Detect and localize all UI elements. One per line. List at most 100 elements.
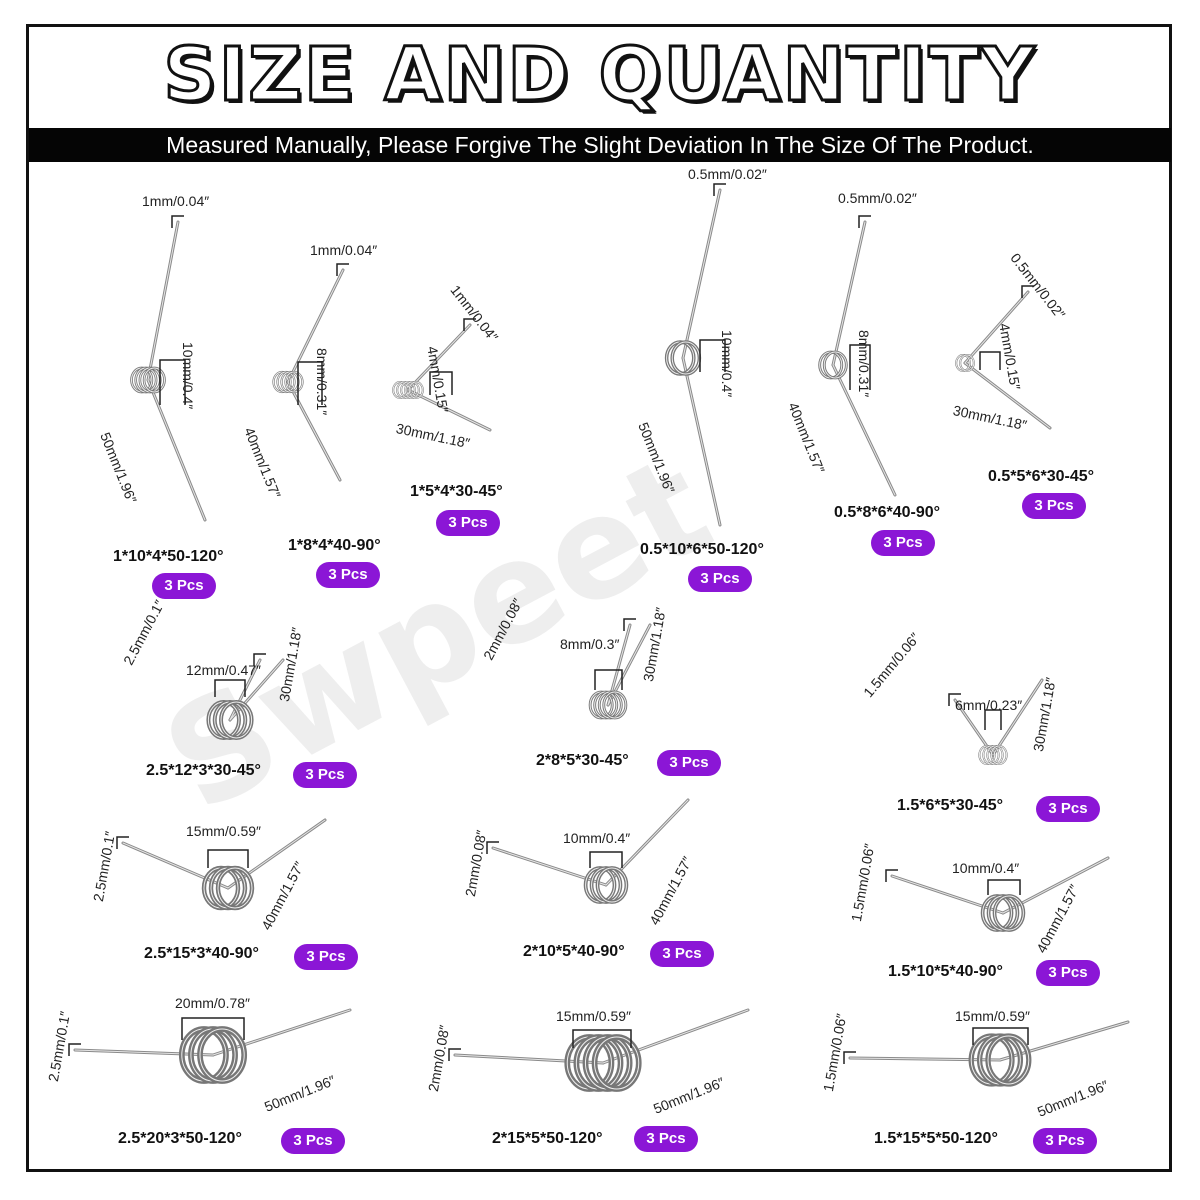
spring-s8 [588, 618, 652, 720]
quantity-badge: 3 Pcs [657, 750, 721, 776]
wire-dimension-bracket [948, 693, 961, 706]
spring-coil-highlight [400, 381, 416, 399]
spring-leg-highlight [849, 1057, 1001, 1061]
coil-dimension-bracket [699, 339, 726, 372]
coil-diameter-label: 10mm/0.4″ [180, 342, 196, 410]
spring-s10 [116, 818, 327, 911]
spring-model-label: 2*15*5*50-120° [492, 1130, 603, 1147]
wire-dimension-bracket [843, 1051, 856, 1064]
wire-dimension-bracket [253, 653, 266, 666]
spring-coil-highlight [986, 745, 1004, 765]
wire-diameter-label: 0.5mm/0.02″ [688, 166, 767, 182]
quantity-badge: 3 Pcs [650, 941, 714, 967]
spring-coil-highlight [396, 381, 412, 399]
wire-dimension-bracket [336, 263, 349, 276]
coil-diameter-label: 20mm/0.78″ [175, 995, 250, 1011]
spring-coil-highlight [285, 371, 303, 393]
spring-s12 [885, 856, 1110, 932]
spring-s4 [664, 183, 726, 527]
spring-leg-highlight [287, 269, 344, 383]
quantity-badge: 3 Pcs [152, 573, 216, 599]
spring-leg-highlight [229, 659, 284, 721]
spring-coil-highlight [987, 1035, 1030, 1085]
quantity-badge: 3 Pcs [1036, 960, 1100, 986]
spring-leg-highlight [147, 379, 206, 521]
wire-diameter-label: 0.5mm/0.02″ [838, 190, 917, 206]
wire-dimension-bracket [1021, 285, 1034, 298]
wire-dimension-bracket [623, 618, 636, 631]
spring-s13 [68, 1008, 352, 1084]
spring-s14 [448, 1008, 750, 1092]
spring-model-label: 0.5*8*6*40-90° [834, 504, 941, 521]
subtitle-bar: Measured Manually, Please Forgive The Sl… [29, 128, 1171, 162]
spring-coil-highlight [597, 867, 627, 903]
spring-leg-highlight [964, 291, 1029, 364]
coil-diameter-label: 15mm/0.59″ [556, 1008, 631, 1024]
spring-coil-highlight [994, 895, 1024, 931]
coil-dimension-bracket [594, 669, 623, 690]
spring-s9 [948, 678, 1044, 765]
quantity-badge: 3 Pcs [634, 1126, 698, 1152]
coil-dimension-bracket [207, 849, 249, 868]
coil-diameter-label: 10mm/0.4″ [719, 330, 735, 398]
coil-dimension-bracket [214, 679, 246, 697]
spring-coil-highlight [392, 381, 408, 399]
coil-dimension-bracket [572, 1029, 632, 1048]
spring-model-label: 1.5*6*5*30-45° [897, 797, 1004, 814]
wire-diameter-label: 1mm/0.04″ [142, 193, 210, 209]
spring-leg-highlight [492, 847, 607, 886]
spring-coil-highlight [978, 745, 996, 765]
spring-coil-highlight [594, 1036, 640, 1090]
coil-diameter-label: 15mm/0.59″ [955, 1008, 1030, 1024]
coil-diameter-label: 10mm/0.4″ [952, 860, 1020, 876]
quantity-badge: 3 Pcs [281, 1128, 345, 1154]
spring-s1 [130, 215, 207, 522]
spring-coil-highlight [143, 367, 166, 393]
spring-leg-highlight [147, 221, 179, 381]
wire-dimension-bracket [713, 183, 726, 196]
coil-diameter-label: 12mm/0.47″ [186, 662, 261, 678]
coil-diameter-label: 8mm/0.3″ [560, 636, 620, 652]
wire-dimension-bracket [171, 215, 184, 228]
spring-s15 [843, 1020, 1130, 1087]
spring-model-label: 2*8*5*30-45° [536, 752, 629, 769]
quantity-badge: 3 Pcs [436, 510, 500, 536]
coil-dimension-bracket [972, 1027, 1029, 1045]
wire-diameter-label: 1mm/0.04″ [310, 242, 378, 258]
coil-diameter-label: 8mm/0.31″ [314, 348, 330, 416]
wire-dimension-bracket [885, 869, 898, 882]
page-title: SIZE AND QUANTITY [162, 31, 1037, 120]
spring-model-label: 2.5*15*3*40-90° [144, 945, 259, 962]
wire-dimension-bracket [116, 836, 129, 849]
spring-coil-highlight [603, 691, 627, 719]
coil-dimension-bracket [429, 371, 453, 395]
spring-model-label: 1*5*4*30-45° [410, 483, 503, 500]
spring-coil-highlight [408, 381, 424, 399]
spring-coil-highlight [220, 701, 253, 739]
coil-dimension-bracket [849, 344, 871, 390]
spring-leg-highlight [682, 357, 721, 526]
coil-diameter-label: 10mm/0.4″ [563, 830, 631, 846]
spring-coil-highlight [199, 1028, 245, 1082]
spring-coil-highlight [217, 867, 253, 909]
outer-frame [26, 24, 1172, 1172]
spring-leg-highlight [891, 875, 1004, 914]
wire-dimension-bracket [68, 1043, 81, 1056]
coil-diameter-label: 8mm/0.31″ [856, 330, 872, 398]
wire-dimension-bracket [448, 1048, 461, 1061]
spring-model-label: 2.5*12*3*30-45° [146, 762, 261, 779]
spring-model-label: 1*10*4*50-120° [113, 548, 224, 565]
quantity-badge: 3 Pcs [871, 530, 935, 556]
spring-s7 [206, 653, 285, 740]
coil-diameter-label: 6mm/0.23″ [955, 697, 1023, 713]
quantity-badge: 3 Pcs [688, 566, 752, 592]
coil-dimension-bracket [979, 351, 1001, 370]
spring-s5 [818, 215, 897, 497]
quantity-badge: 3 Pcs [1022, 493, 1086, 519]
spring-coil-highlight [404, 381, 420, 399]
quantity-badge: 3 Pcs [294, 944, 358, 970]
spring-model-label: 1.5*15*5*50-120° [874, 1130, 998, 1147]
spring-coil-highlight [959, 354, 975, 372]
spring-model-label: 1*8*4*40-90° [288, 537, 381, 554]
